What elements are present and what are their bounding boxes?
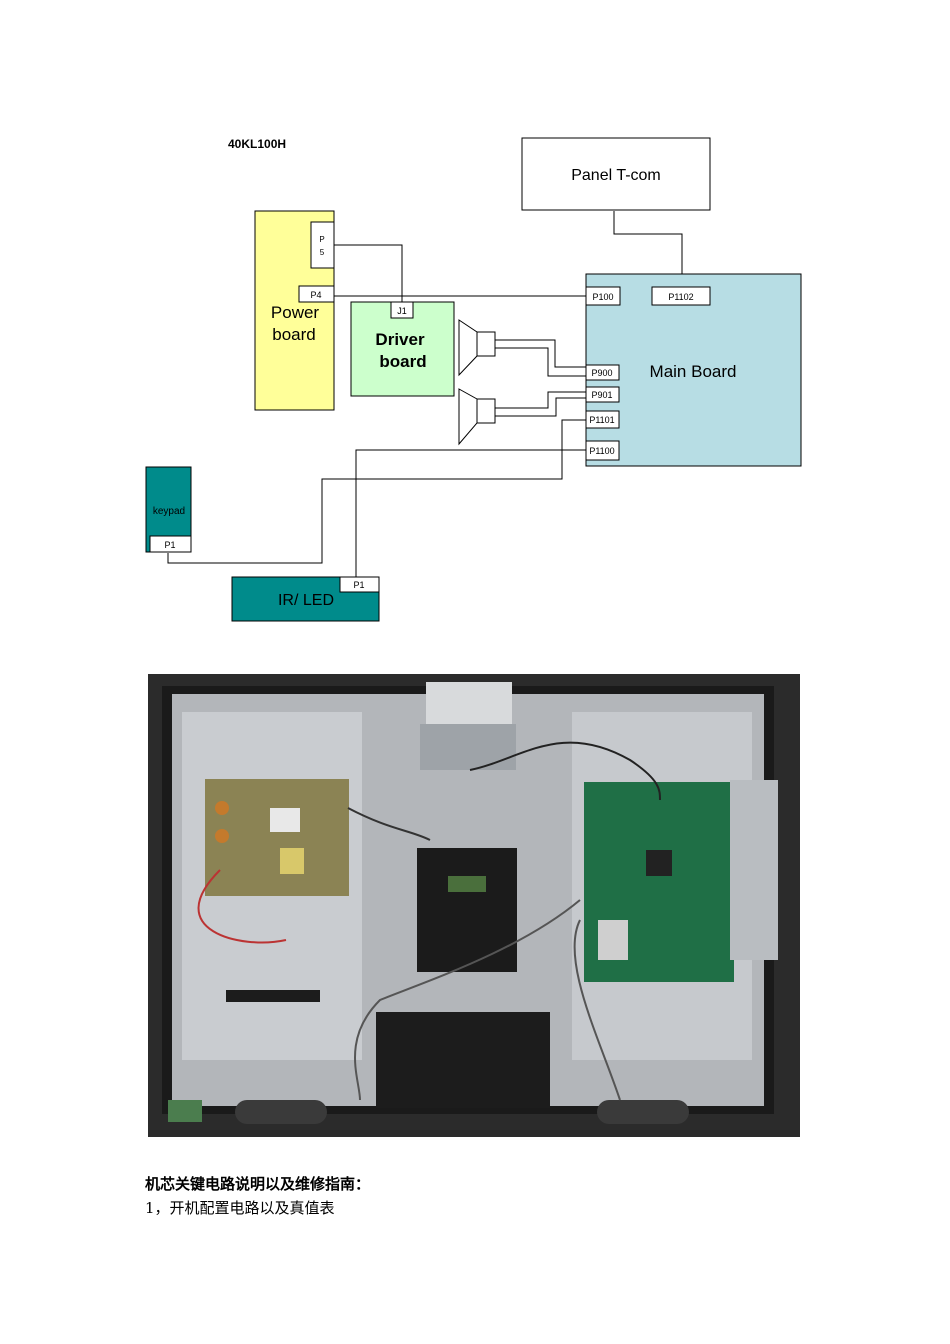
- port-p5-label-1: P: [319, 235, 324, 244]
- driver-board-label-2: board: [379, 352, 426, 371]
- port-p1100: [585, 440, 620, 461]
- port-p5-label-2: 5: [320, 248, 325, 257]
- cable: [347, 807, 431, 841]
- chassis-photo: [148, 674, 800, 1137]
- power-board-inductor: [215, 829, 229, 843]
- port-p901: [585, 386, 620, 403]
- port-p1101: [585, 410, 620, 429]
- power-board-label-sticker: [270, 808, 300, 832]
- wire-keypad: [167, 419, 586, 564]
- photo-cables: [197, 741, 661, 1101]
- cable: [197, 869, 287, 944]
- section-subheading: 1，开机配置电路以及真值表: [145, 1199, 335, 1217]
- port-p1102: [651, 286, 711, 306]
- wire-spk1-b: [495, 347, 586, 377]
- panel-tcom-label: Panel T-com: [571, 167, 661, 184]
- wire-p5-j1: [334, 244, 403, 302]
- port-p900-label: P900: [591, 368, 612, 378]
- speaker-photo-left: [235, 1100, 327, 1124]
- driver-board-label-1: Driver: [375, 330, 425, 349]
- wire-spk2-b: [495, 397, 586, 417]
- ir-led-label: IR/ LED: [278, 592, 334, 609]
- keypad-port-label: P1: [164, 540, 175, 550]
- main-board-label: Main Board: [650, 362, 737, 381]
- stand-base: [376, 1012, 550, 1108]
- tcon-cover: [426, 682, 512, 726]
- speaker-icon: [458, 319, 496, 377]
- port-j1-label: J1: [397, 306, 407, 316]
- main-board-chip: [646, 850, 672, 876]
- power-board-inductor: [215, 801, 229, 815]
- keypad-label: keypad: [153, 506, 185, 517]
- main-board-bracket: [730, 780, 778, 960]
- port-j1: [390, 301, 414, 319]
- wire-spk1-a: [495, 339, 586, 368]
- wire-spk2-a: [495, 391, 586, 409]
- port-p1100-label: P1100: [589, 446, 614, 456]
- stand-bracket: [226, 990, 320, 1002]
- port-p900: [585, 364, 620, 381]
- cable: [354, 899, 581, 1101]
- speaker-icon: [458, 388, 496, 446]
- port-p1102-label: P1102: [668, 292, 693, 302]
- wire-ir: [355, 449, 586, 577]
- ir-led-port-label: P1: [353, 580, 364, 590]
- tcon-board: [420, 724, 516, 770]
- port-p4-label: P4: [310, 290, 321, 300]
- main-board-tuner: [598, 920, 628, 960]
- ir-led-port-p1: [339, 576, 380, 593]
- port-p901-label: P901: [591, 390, 612, 400]
- port-p5: [310, 221, 335, 269]
- wire-panel-main: [613, 211, 683, 287]
- keypad-port-p1: [149, 535, 192, 553]
- power-board-transformer: [280, 848, 304, 874]
- driver-board-photo: [417, 848, 517, 972]
- main-board-box: [585, 273, 802, 467]
- power-board-photo: [205, 779, 349, 896]
- keypad-photo: [168, 1100, 202, 1122]
- driver-board-pcb: [448, 876, 486, 892]
- block-diagram: 40KL100H Panel T-com P 5 P4 Power board …: [145, 137, 802, 622]
- port-p100-label: P100: [592, 292, 613, 302]
- port-p1101-label: P1101: [589, 415, 614, 425]
- speaker-photo-right: [597, 1100, 689, 1124]
- wiring: [167, 211, 683, 577]
- cable: [573, 919, 621, 1101]
- power-board-label-2: board: [272, 325, 315, 344]
- port-p100: [585, 286, 621, 306]
- panel-tcom-box: [521, 137, 711, 211]
- power-board-label-1: Power: [271, 303, 320, 322]
- section-heading: 机芯关键电路说明以及维修指南：: [145, 1175, 371, 1193]
- port-p4: [298, 285, 335, 303]
- model-label: 40KL100H: [228, 137, 286, 151]
- cable: [469, 741, 661, 801]
